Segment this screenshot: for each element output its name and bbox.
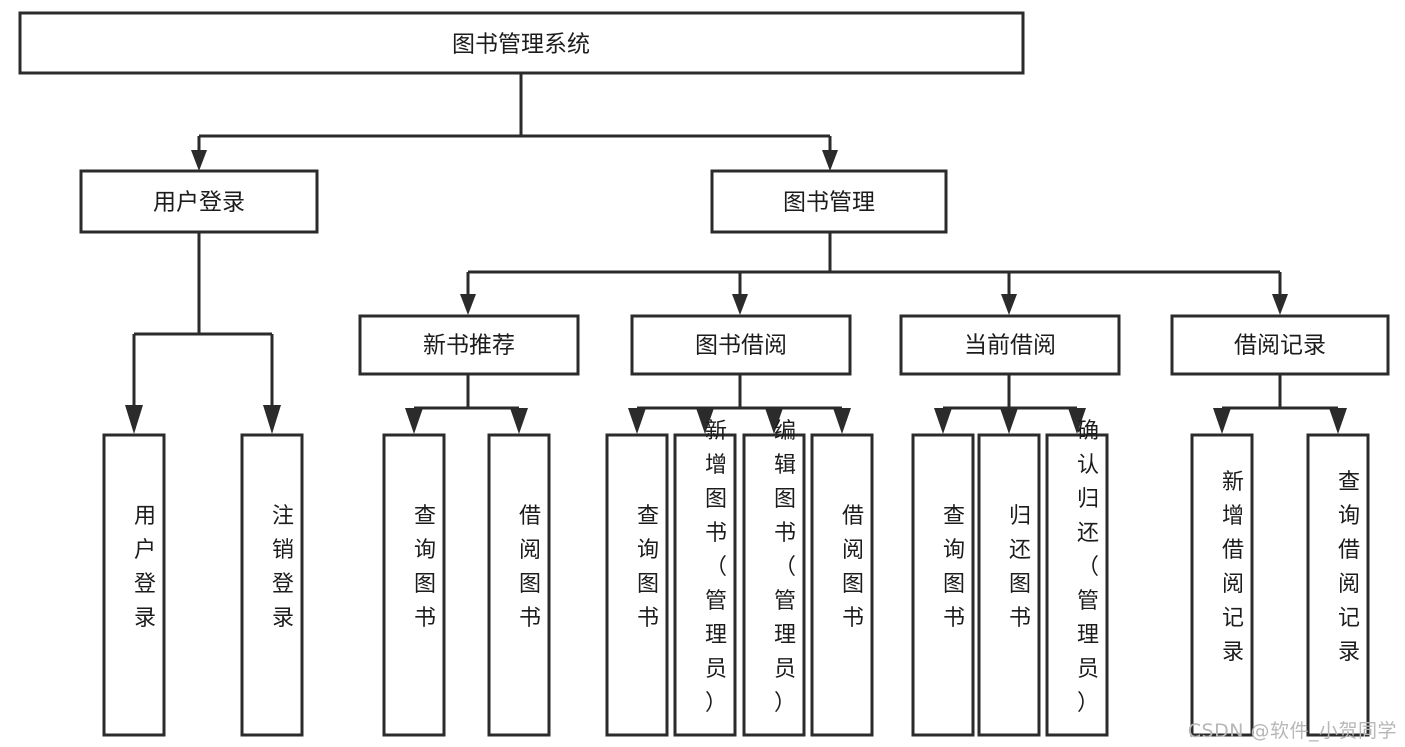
leaf-current-borrow-3[interactable]: 确认归还（管理员） (1045, 419, 1109, 737)
leaf-current-borrow-2-label: 归还图书 (1009, 504, 1031, 631)
csdn-watermark: CSDN @软件_小贺同学 (1187, 720, 1397, 742)
leaf-user-login-1-box[interactable] (102, 433, 166, 737)
node-book-management[interactable]: 图书管理 (710, 169, 948, 234)
node-root-box[interactable] (18, 11, 1025, 75)
node-user-login-label: 用户登录 (153, 190, 245, 216)
leaf-user-login-2-label: 注销登录 (272, 504, 294, 631)
node-borrow-record[interactable]: 借阅记录 (1170, 314, 1390, 376)
arrow-head-login-leaf1 (125, 405, 143, 434)
leaf-borrow-record-1-label: 新增借阅记录 (1222, 470, 1244, 665)
arrow-head-borrowrecord-leaf1 (1213, 408, 1231, 434)
leaf-current-borrow-3-box[interactable] (1045, 433, 1109, 737)
leaf-book-borrow-3-box[interactable] (742, 433, 806, 737)
leaf-user-login-1-label: 用户登录 (134, 504, 156, 631)
node-current-borrow-box[interactable] (899, 314, 1121, 376)
leaf-borrow-record-2[interactable]: 查询借阅记录 (1306, 433, 1370, 737)
arrow-head-newbook-leaf2 (510, 408, 528, 434)
arrow-head-currentborrow-leaf3 (1068, 408, 1086, 434)
node-book-borrow-label: 图书借阅 (695, 333, 787, 359)
leaf-new-book-1-label: 查询图书 (414, 504, 436, 631)
node-user-login-box[interactable] (79, 169, 319, 234)
arrow-head-bookborrow-leaf3 (765, 408, 783, 434)
leaf-new-book-2-label: 借阅图书 (519, 504, 541, 631)
leaf-current-borrow-1-box[interactable] (911, 433, 975, 737)
node-borrow-record-box[interactable] (1170, 314, 1390, 376)
arrow-head-currentborrow-leaf2 (1000, 408, 1018, 434)
node-book-borrow-box[interactable] (630, 314, 852, 376)
leaf-user-login-2-box[interactable] (240, 433, 304, 737)
leaf-new-book-1-box[interactable] (382, 433, 446, 737)
leaf-book-borrow-1[interactable]: 查询图书 (605, 433, 669, 737)
leaf-current-borrow-1[interactable]: 查询图书 (911, 433, 975, 737)
leaf-user-login-2[interactable]: 注销登录 (240, 433, 304, 737)
node-borrow-record-label: 借阅记录 (1234, 333, 1326, 359)
leaf-current-borrow-3-label: 确认归还（管理员） (1077, 419, 1099, 716)
leaf-book-borrow-3[interactable]: 编辑图书（管理员） (742, 419, 806, 737)
leaf-new-book-2-box[interactable] (487, 433, 551, 737)
node-book-management-label: 图书管理 (783, 190, 875, 216)
arrow-head-bookmgmt-c1 (460, 294, 476, 315)
node-new-book-recommendation[interactable]: 新书推荐 (358, 314, 580, 376)
arrow-head-bookborrow-leaf4 (833, 408, 851, 434)
leaf-borrow-record-2-box[interactable] (1306, 433, 1370, 737)
leaf-book-borrow-2[interactable]: 新增图书（管理员） (673, 419, 737, 737)
node-book-borrow[interactable]: 图书借阅 (630, 314, 852, 376)
leaf-current-borrow-1-label: 查询图书 (943, 504, 965, 631)
arrow-head-bookborrow-leaf2 (696, 408, 714, 434)
leaf-borrow-record-1[interactable]: 新增借阅记录 (1190, 433, 1254, 737)
leaf-book-borrow-1-label: 查询图书 (637, 504, 659, 631)
node-root-label: 图书管理系统 (452, 32, 590, 58)
connectors-layer (125, 73, 1347, 434)
leaf-new-book-1[interactable]: 查询图书 (382, 433, 446, 737)
leaf-book-borrow-4-label: 借阅图书 (842, 504, 864, 631)
leaf-book-borrow-2-box[interactable] (673, 433, 737, 737)
leaf-current-borrow-2-box[interactable] (977, 433, 1041, 737)
node-book-management-box[interactable] (710, 169, 948, 234)
leaf-current-borrow-2[interactable]: 归还图书 (977, 433, 1041, 737)
arrow-head-bookborrow-leaf1 (628, 408, 646, 434)
node-user-login[interactable]: 用户登录 (79, 169, 319, 234)
leaf-book-borrow-1-box[interactable] (605, 433, 669, 737)
arrow-head-currentborrow-leaf1 (934, 408, 952, 434)
leaf-new-book-2[interactable]: 借阅图书 (487, 433, 551, 737)
node-root-book-management-system[interactable]: 图书管理系统 (18, 11, 1025, 75)
node-new-book-recommendation-box[interactable] (358, 314, 580, 376)
leaf-book-borrow-4[interactable]: 借阅图书 (810, 433, 874, 737)
arrow-head-login-leaf2 (263, 405, 281, 434)
node-current-borrow[interactable]: 当前借阅 (899, 314, 1121, 376)
leaf-book-borrow-3-label: 编辑图书（管理员） (774, 419, 796, 716)
node-new-book-recommendation-label: 新书推荐 (423, 333, 515, 359)
arrow-head-root-bookmgmt (822, 150, 838, 171)
arrow-head-bookmgmt-c4 (1272, 294, 1288, 315)
leaf-book-borrow-2-label: 新增图书（管理员） (705, 419, 727, 716)
leaf-book-borrow-4-box[interactable] (810, 433, 874, 737)
arrow-head-newbook-leaf1 (405, 408, 423, 434)
node-current-borrow-label: 当前借阅 (964, 333, 1056, 359)
leaf-user-login-1[interactable]: 用户登录 (102, 433, 166, 737)
leaf-borrow-record-2-label: 查询借阅记录 (1338, 470, 1360, 665)
leaf-borrow-record-1-box[interactable] (1190, 433, 1254, 737)
arrow-head-bookmgmt-c3 (1001, 294, 1017, 315)
arrow-head-bookmgmt-c2 (732, 294, 748, 315)
arrow-head-borrowrecord-leaf2 (1329, 408, 1347, 434)
arrow-head-root-login (191, 150, 207, 171)
